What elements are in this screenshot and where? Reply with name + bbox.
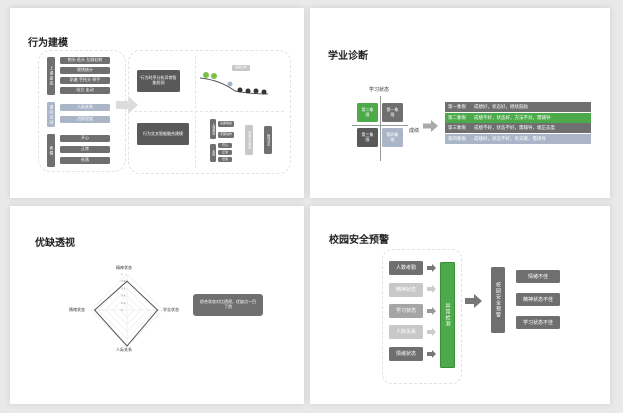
radar-tick-label: 0.6 [121,286,126,290]
slide-title: 行为建模 [28,38,68,49]
input-item: 情绪状态 [389,347,423,361]
input-container [382,249,462,384]
mini-emotion-label: 情绪分析 [232,65,250,71]
arrow-right-icon [465,294,482,308]
group-label: 上课姿态 [47,57,55,95]
mini-item: 手部动作 [218,132,234,138]
table-row: 第四象限 成绩好，状态不好，有天赋，需诱导 [445,133,591,144]
radar-tick-label: 0.8 [121,279,126,283]
group-item: 站立 走动 [60,87,110,94]
result-item: 精神状态不佳 [516,293,560,306]
emotion-curve-icon [200,72,269,95]
row-desc: 成绩好，状态好，继续鼓励 [474,105,528,110]
y-axis-label: 学习状态 [369,87,390,93]
group-item: 正常 [60,146,110,153]
mini-item: 正常 [218,150,232,155]
radar-chart: 1 0.8 0.6 0.4 0.2 0 [90,272,164,347]
divider [134,111,284,112]
table-row: 第一象限 成绩好，状态好，继续鼓励 [445,102,591,112]
slide-academic-diagnosis[interactable]: 学业诊断 学习状态 成绩 第二象限 第一象限 第三象限 第四象限 第一象限成绩好… [310,8,610,198]
x-axis-label: 成绩 [409,128,420,134]
axis-label-right: 学业状态 [163,307,179,312]
row-quadrant: 第四象限 [448,136,466,142]
group-label: 表情 [47,134,55,167]
row-desc: 成绩不好，状态不好，需辅导，端正态度 [474,126,555,131]
x-axis [352,125,408,126]
row-quadrant: 第二象限 [448,115,466,121]
table-row: 第三象限 成绩不好，状态不好，需辅导，端正态度 [445,123,591,133]
result-item: 情绪不佳 [516,270,560,283]
arrow-right-icon [116,96,138,114]
radar-tick-label: 0.4 [121,294,126,298]
group-item: 低落 [60,157,110,164]
group-item: 开心 [60,135,110,142]
row-quadrant: 第三象限 [448,126,466,131]
input-item: 学习状态 [389,304,423,318]
mini-item: 开心 [218,143,232,148]
mini-group-label: 表情 [210,144,216,162]
quadrant-1: 第一象限 [382,103,403,122]
radar-tick-label: 0 [121,308,123,312]
radar-point [126,280,128,282]
result-item: 学习状态不佳 [516,316,560,329]
group-label: 课间活动 [47,102,55,127]
table-row: 第二象限 成绩不好，状态好，方法不对，需辅导 [445,112,591,123]
mini-item: 头部姿态 [218,121,234,127]
radar-point [126,345,128,347]
quadrant-table: 第一象限 成绩好，状态好，继续鼓励 第二象限 成绩不好，状态好，方法不对，需辅导 第… [445,102,591,144]
quadrant-3: 第三象限 [357,128,378,147]
input-item: 精神状态 [389,283,423,297]
box-time-series: 行为时序分析异常智能检测 [137,70,180,92]
mini-group-label: 上课姿态 [210,119,216,139]
divider [195,56,196,168]
group-item: 人际关系 [60,104,110,111]
radar-point [157,309,159,311]
group-item: 趴着 手托头 举手 [60,77,110,84]
slide-title: 优缺透视 [35,238,75,249]
y-axis [380,96,381,161]
input-item: 人数考勤 [389,261,423,275]
left-container [38,50,126,172]
group-item: 活跃程度 [60,116,110,123]
row-desc: 成绩不好，状态好，方法不对，需辅导 [474,115,551,121]
group-item: 抬头 低头 左顾右盼 [60,57,110,64]
mini-fusion: 智能交叉融合 [245,125,253,155]
row-desc: 成绩好，状态不好，有天赋，需诱导 [474,136,546,142]
small-arrows-icon [427,264,436,358]
axis-label-top: 精神状态 [116,265,132,270]
slide-title: 校园安全预警 [329,235,389,246]
box-fusion-modeling: 行为交叉智能融合建模 [137,123,189,145]
campus-safety-warning-box: 校园安全预警 [491,267,505,333]
right-container [128,50,291,174]
quadrant-2: 第二象限 [357,103,378,122]
mini-item: 低落 [218,157,232,162]
radar-tick-label: 1 [121,272,123,276]
slide-campus-safety-warning[interactable]: 校园安全预警 人数考勤 精神状态 学习状态 人际关系 情绪状态 异常检测 校园安… [310,206,610,404]
callout-box: 综合状态对比透视，优缺点一目了然 [193,294,263,316]
anomaly-detection: 异常检测 [440,262,455,368]
radar-tick-label: 0.2 [121,301,126,305]
row-quadrant: 第一象限 [448,105,466,110]
mini-result: 精神状态 [264,126,272,154]
arrow-right-icon [423,120,438,132]
input-item: 人际关系 [389,325,423,339]
quadrant-4: 第四象限 [382,128,403,147]
axis-label-left: 情绪状态 [69,307,85,312]
slide-title: 学业诊断 [328,51,368,62]
radar-point [94,309,96,311]
slide-behavior-modeling[interactable]: 行为建模 上课姿态 抬头 低头 左顾右盼 视线统计 趴着 手托头 举手 站立 走… [10,8,304,198]
radar-series [93,280,159,347]
axis-label-bottom: 人际关系 [116,347,132,352]
group-item: 视线统计 [60,67,110,74]
